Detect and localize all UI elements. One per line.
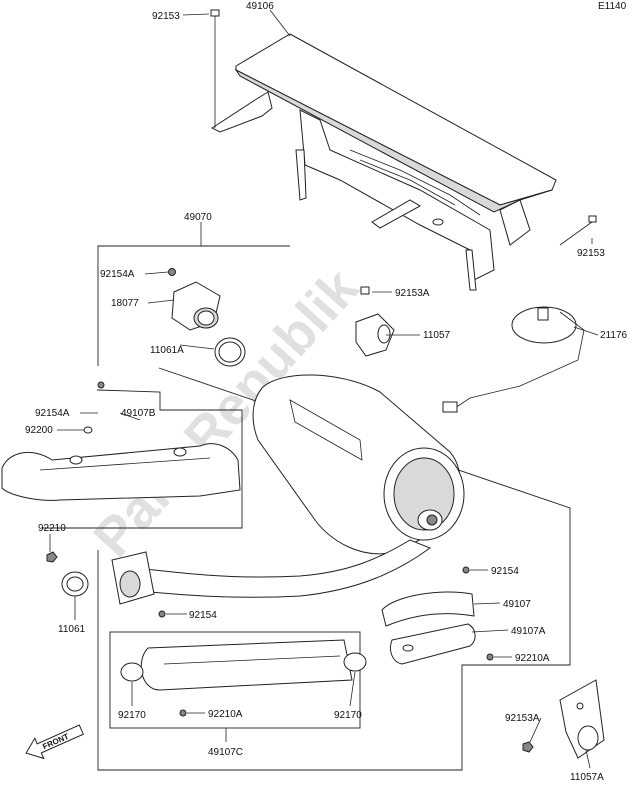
bracket-11057A — [522, 679, 605, 759]
spark-arrester-18077 — [168, 268, 246, 367]
label-92154A-left[interactable]: 92154A — [35, 408, 70, 419]
label-92170-right[interactable]: 92170 — [334, 710, 362, 721]
label-92170-left[interactable]: 92170 — [118, 710, 146, 721]
heat-guard-49107B — [1, 381, 241, 501]
leader-lines — [49, 9, 599, 769]
label-49106[interactable]: 49106 — [246, 1, 274, 12]
label-92154-mid[interactable]: 92154 — [189, 610, 217, 621]
guard-49107C — [109, 610, 367, 729]
label-49107B[interactable]: 49107B — [121, 408, 156, 419]
label-11057A[interactable]: 11057A — [570, 772, 604, 783]
label-49107A[interactable]: 49107A — [511, 626, 546, 637]
label-92210A-right[interactable]: 92210A — [515, 653, 550, 664]
guard-49107A — [389, 623, 494, 665]
label-92153-right[interactable]: 92153 — [577, 248, 605, 259]
label-92153A-mid[interactable]: 92153A — [395, 288, 430, 299]
gasket-11061 — [61, 571, 89, 597]
guard-49107 — [381, 566, 475, 627]
label-11061[interactable]: 11061 — [58, 624, 86, 635]
part-labels: E1140 92153 49106 49070 92153 92154A 180… — [25, 1, 628, 783]
muffler — [252, 374, 465, 555]
label-18077[interactable]: 18077 — [111, 298, 139, 309]
front-arrow-icon: FRONT — [25, 724, 84, 760]
label-11061A[interactable]: 11061A — [150, 345, 184, 356]
label-49107C[interactable]: 49107C — [208, 747, 243, 758]
group-49107B-frame — [42, 389, 243, 529]
front-arrow-label: FRONT — [41, 732, 70, 751]
bolt-92153-top — [210, 9, 220, 128]
label-49070[interactable]: 49070 — [184, 212, 212, 223]
heat-shield-49106 — [210, 33, 557, 291]
label-92153A-bottom[interactable]: 92153A — [505, 713, 540, 724]
exhaust-pipe — [111, 539, 432, 605]
bolt-92153-right — [559, 215, 597, 246]
label-11057[interactable]: 11057 — [423, 330, 451, 341]
label-92210[interactable]: 92210 — [38, 523, 66, 534]
diagram-code: E1140 — [598, 1, 627, 12]
nut-92210 — [46, 551, 58, 563]
label-92154-right[interactable]: 92154 — [491, 566, 519, 577]
bracket-11057 — [355, 286, 395, 357]
main-assembly-frame — [97, 367, 571, 771]
label-92210A-mid[interactable]: 92210A — [208, 709, 243, 720]
label-92200[interactable]: 92200 — [25, 425, 53, 436]
label-92153-top[interactable]: 92153 — [152, 11, 180, 22]
label-21176[interactable]: 21176 — [600, 330, 628, 341]
sensor-21176 — [442, 306, 585, 413]
group-49070-frame — [97, 245, 290, 366]
label-49107[interactable]: 49107 — [503, 599, 531, 610]
label-92154A[interactable]: 92154A — [100, 269, 135, 280]
